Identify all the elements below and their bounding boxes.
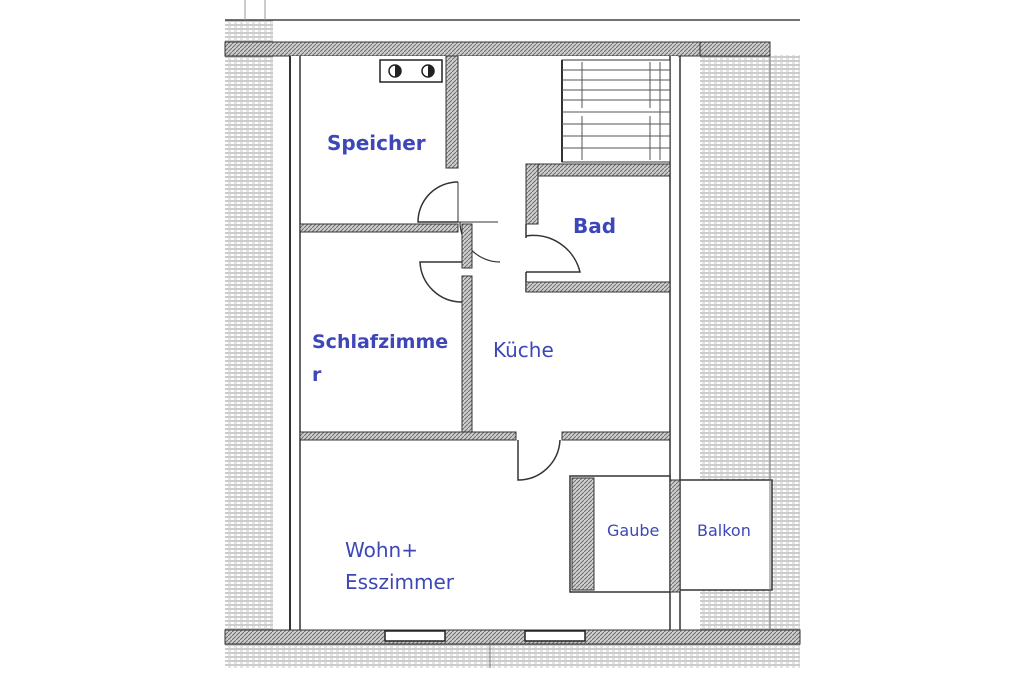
- room-label-wohn-line2: Esszimmer: [345, 570, 455, 594]
- door-bad: [525, 234, 581, 273]
- room-label-schlafzimmer-line1: Schlafzimme: [312, 331, 449, 353]
- wall-bottom: [224, 629, 801, 645]
- room-label-wohn-line1: Wohn+: [345, 538, 418, 562]
- room-label-bad: Bad: [573, 214, 617, 238]
- roof-hatch-left: [225, 20, 273, 668]
- gaube-area: [569, 475, 671, 593]
- room-label-gaube: Gaube: [607, 521, 660, 540]
- room-label-balkon: Balkon: [697, 521, 751, 540]
- door-kueche: [517, 439, 561, 481]
- room-label-kueche: Küche: [493, 338, 554, 362]
- room-label-speicher: Speicher: [327, 131, 426, 155]
- balkon-area: [669, 479, 773, 593]
- door-schlafzimmer: [419, 261, 463, 303]
- wall-top: [224, 41, 766, 57]
- staircase: [561, 59, 671, 163]
- room-label-schlafzimmer-line2: r: [312, 364, 322, 386]
- door-speicher: [417, 181, 459, 223]
- wall-top-right: [699, 41, 771, 57]
